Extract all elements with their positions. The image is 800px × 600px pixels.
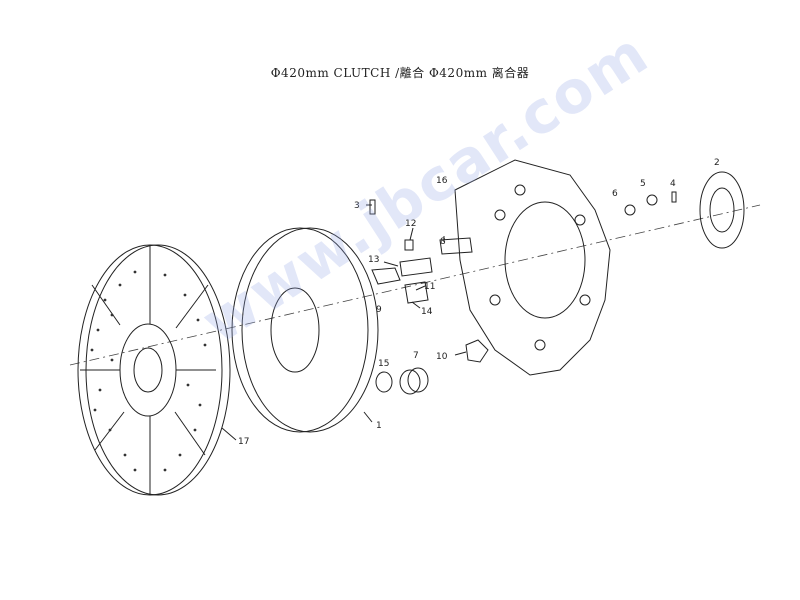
callout-11: 11 xyxy=(424,282,435,292)
callout-14: 14 xyxy=(421,307,433,317)
leader-lines xyxy=(221,204,467,441)
pressure-plate xyxy=(231,227,379,433)
release-ring xyxy=(699,171,745,249)
callout-2: 2 xyxy=(714,158,720,168)
callout-7: 7 xyxy=(413,351,419,361)
clutch-cover xyxy=(454,159,611,376)
callout-12: 12 xyxy=(405,219,416,229)
callout-5: 5 xyxy=(640,179,646,189)
callout-1: 1 xyxy=(376,421,382,431)
small-parts xyxy=(369,191,677,395)
callout-13: 13 xyxy=(368,255,379,265)
callout-9: 9 xyxy=(376,305,382,315)
center-axis-line xyxy=(69,204,761,366)
callout-10: 10 xyxy=(436,352,448,362)
callout-6: 6 xyxy=(612,189,618,199)
callout-3: 3 xyxy=(354,201,360,211)
callout-16: 16 xyxy=(436,176,448,186)
callout-17: 17 xyxy=(238,437,249,447)
callout-15: 15 xyxy=(378,359,389,369)
clutch-disc xyxy=(77,244,231,496)
page-title: Φ420mm CLUTCH /離合 Φ420mm 离合器 xyxy=(270,66,530,80)
callout-4: 4 xyxy=(670,179,676,189)
callout-8: 8 xyxy=(440,237,446,247)
